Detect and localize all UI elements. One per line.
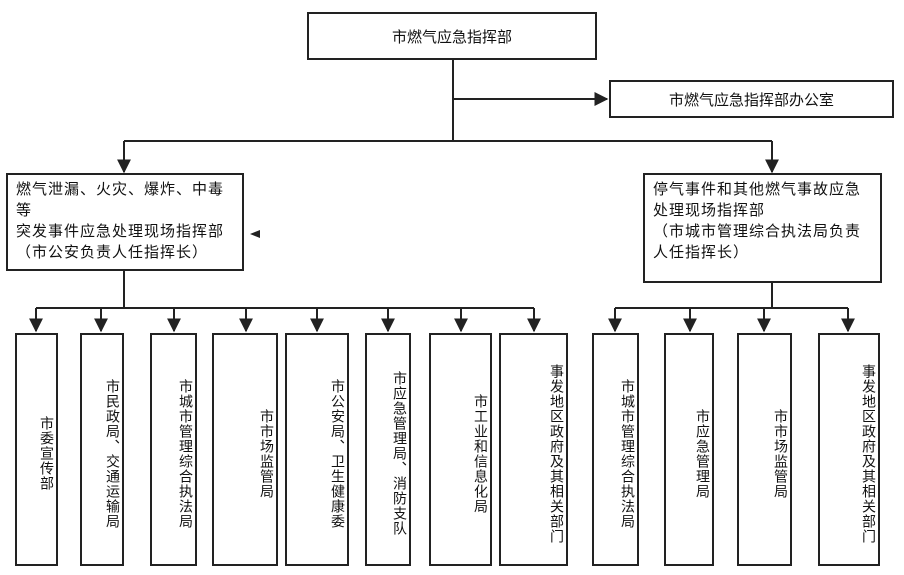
unit-label: 市应急管理局 xyxy=(694,408,710,499)
unit-label: 市城市管理综合执法局 xyxy=(177,378,193,529)
right-command-line-4: 人任指挥长） xyxy=(653,243,750,261)
unit-box-left-5: 市公安局、卫生健康委 xyxy=(285,333,349,566)
unit-box-right-1: 市城市管理综合执法局 xyxy=(592,333,639,566)
unit-label: 市应急管理局、消防支队 xyxy=(391,371,407,536)
right-command-line-3: （市城市管理综合执法局负责 xyxy=(653,222,862,240)
unit-box-right-4: 事发地区政府及其相关部门 xyxy=(818,333,880,566)
unit-label: 市市场监管局 xyxy=(772,408,788,499)
command-headquarters-box: 市燃气应急指挥部 xyxy=(307,12,597,60)
right-command-line-2: 处理现场指挥部 xyxy=(653,201,766,219)
headquarters-office-box: 市燃气应急指挥部办公室 xyxy=(609,80,894,118)
unit-box-left-4: 市市场监管局 xyxy=(212,333,278,566)
unit-box-left-6: 市应急管理局、消防支队 xyxy=(365,333,411,566)
unit-box-left-2: 市民政局、交通运输局 xyxy=(80,333,124,566)
headquarters-office-title: 市燃气应急指挥部办公室 xyxy=(668,90,834,109)
unit-label: 市委宣传部 xyxy=(38,416,54,491)
unit-box-left-1: 市委宣传部 xyxy=(15,333,58,566)
unit-box-left-3: 市城市管理综合执法局 xyxy=(150,333,197,566)
unit-box-right-2: 市应急管理局 xyxy=(664,333,714,566)
unit-label: 事发地区政府及其相关部门 xyxy=(548,363,564,544)
unit-box-left-7: 市工业和信息化局 xyxy=(429,333,492,566)
unit-box-right-3: 市市场监管局 xyxy=(737,333,792,566)
unit-label: 市公安局、卫生健康委 xyxy=(329,378,345,529)
right-field-command-box: 停气事件和其他燃气事故应急 处理现场指挥部 （市城市管理综合执法局负责 人任指挥… xyxy=(643,173,882,283)
unit-label: 市市场监管局 xyxy=(258,408,274,499)
unit-label: 事发地区政府及其相关部门 xyxy=(860,363,876,544)
command-headquarters-title: 市燃气应急指挥部 xyxy=(391,27,512,46)
unit-label: 市城市管理综合执法局 xyxy=(619,378,635,529)
unit-box-left-8: 事发地区政府及其相关部门 xyxy=(499,333,568,566)
left-field-command-box: 燃气泄漏、火灾、爆炸、中毒等 突发事件应急处理现场指挥部 （市公安负责人任指挥长… xyxy=(6,173,244,271)
unit-label: 市工业和信息化局 xyxy=(472,393,488,514)
right-command-line-1: 停气事件和其他燃气事故应急 xyxy=(653,180,862,198)
unit-label: 市民政局、交通运输局 xyxy=(104,378,120,529)
left-command-line-1: 燃气泄漏、火灾、爆炸、中毒等 xyxy=(16,180,225,219)
left-command-line-3: （市公安负责人任指挥长） xyxy=(16,243,209,261)
left-command-line-2: 突发事件应急处理现场指挥部 xyxy=(16,222,225,240)
